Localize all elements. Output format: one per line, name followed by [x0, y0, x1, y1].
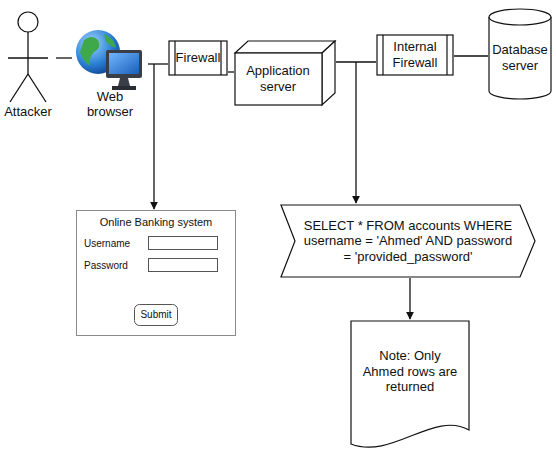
node-text: Submit — [140, 309, 171, 321]
globe-land — [104, 34, 116, 48]
shape-part — [220, 41, 221, 75]
shape-part — [169, 41, 227, 75]
text-group: Firewall — [176, 50, 221, 66]
field-label: Username — [84, 238, 144, 249]
stick-head — [18, 12, 38, 32]
shape-part — [174, 41, 175, 75]
connector — [355, 62, 356, 203]
connector — [228, 71, 234, 72]
connector — [153, 64, 154, 209]
field-label: Password — [84, 260, 144, 271]
text-group: Attacker — [4, 104, 52, 120]
text-group: Internal Firewall — [388, 39, 442, 70]
text-group: Database server — [492, 42, 548, 73]
node-text: SELECT * FROM accounts WHERE username = … — [302, 218, 514, 265]
shape-part — [322, 41, 335, 105]
stick-arms — [8, 57, 48, 58]
form-row: Username — [84, 236, 236, 250]
text-group: Web browser — [72, 89, 148, 120]
cyl-node: Database server — [488, 8, 552, 100]
node-text: Attacker — [4, 104, 52, 120]
button-node: Submit — [134, 304, 178, 326]
node-text: Web browser — [72, 89, 148, 120]
shape-part — [489, 9, 551, 25]
shape-part — [351, 321, 469, 447]
shape-part — [281, 205, 535, 277]
form-node: Online Banking systemUsernamePasswordSub… — [76, 210, 236, 336]
stick-body — [27, 32, 28, 74]
text-group: Application server — [238, 63, 318, 94]
text-group: Note: Only Ahmed rows are returned — [360, 348, 460, 395]
doc-node: Note: Only Ahmed rows are returned — [350, 320, 470, 454]
monitor-stand — [118, 78, 130, 86]
shape-part — [77, 211, 236, 336]
text-group: SELECT * FROM accounts WHERE username = … — [302, 218, 514, 265]
connector — [409, 278, 410, 319]
box3d-node: Application server — [234, 40, 336, 106]
shape-part — [135, 305, 178, 326]
stick-leg — [10, 74, 28, 102]
shape-part — [446, 35, 447, 75]
form-title: Online Banking system — [76, 216, 236, 228]
monitor-icon — [106, 50, 142, 78]
flag-node: SELECT * FROM accounts WHERE username = … — [280, 204, 536, 278]
monitor-screen — [109, 53, 139, 74]
shape-part — [377, 35, 453, 75]
node-text: Database server — [492, 42, 548, 73]
node-text: Note: Only Ahmed rows are returned — [360, 348, 460, 395]
stick-leg — [28, 74, 46, 102]
shape-part — [235, 53, 322, 105]
text-group: Submit — [140, 309, 171, 321]
globe-land — [80, 37, 99, 66]
browser-node: Web browser — [72, 26, 148, 122]
form-row: Password — [84, 258, 236, 272]
node-text: Internal Firewall — [388, 39, 442, 70]
shape-part — [382, 35, 383, 75]
node-text: Application server — [238, 63, 318, 94]
shape-part — [235, 41, 335, 53]
connector — [56, 57, 72, 58]
node-text: Firewall — [176, 50, 221, 66]
connector — [454, 55, 488, 56]
shape-part — [489, 17, 551, 99]
firewall-node: Firewall — [168, 40, 228, 76]
text-input — [148, 258, 218, 272]
text-input — [148, 236, 218, 250]
connector — [148, 63, 168, 64]
figure-node: Attacker — [0, 8, 56, 122]
firewall-node: Internal Firewall — [376, 34, 454, 76]
